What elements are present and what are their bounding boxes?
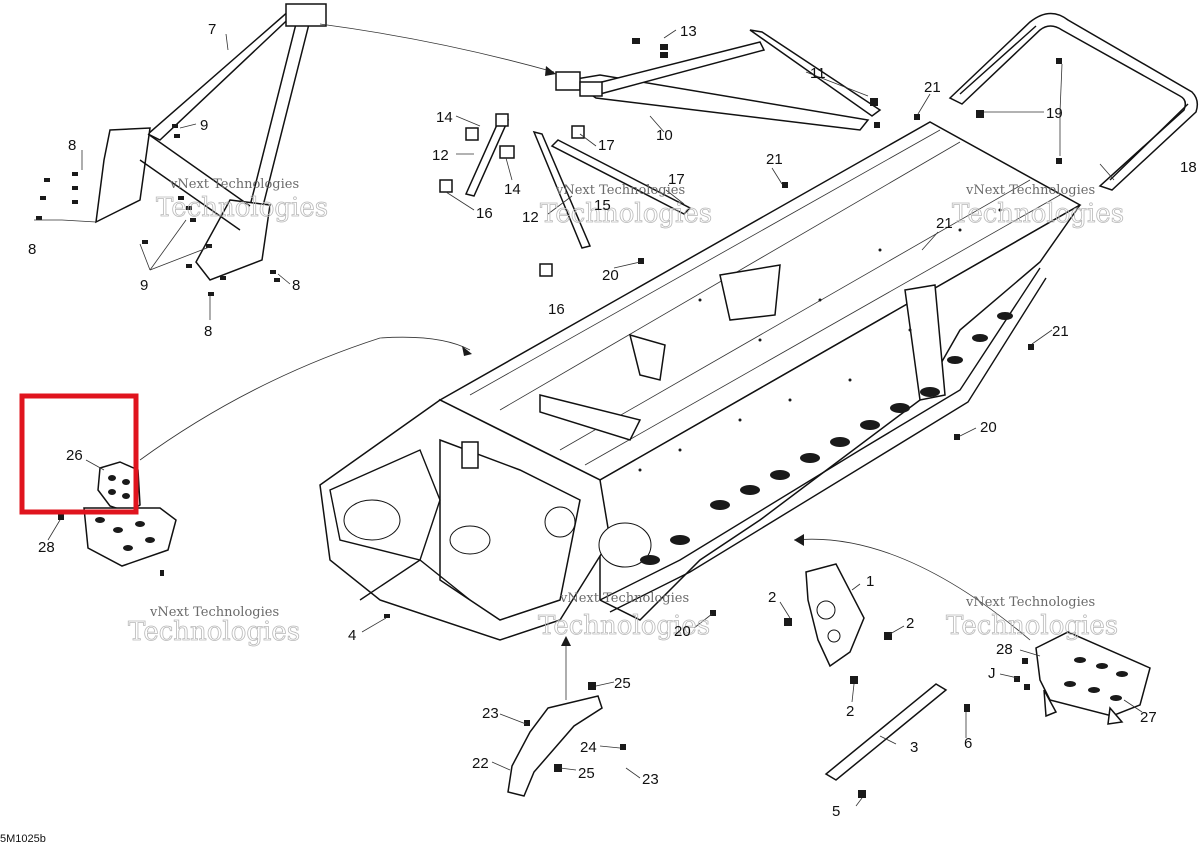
callout-12: 12 <box>432 147 449 164</box>
steering-support-frame <box>95 3 327 281</box>
callout-27: 27 <box>1140 709 1157 726</box>
callout-1: 1 <box>866 573 874 590</box>
leader-lines <box>34 29 1143 807</box>
callout-7: 7 <box>208 21 216 38</box>
callout-21: 21 <box>924 79 941 96</box>
callout-18: 18 <box>1180 159 1197 176</box>
callout-21: 21 <box>766 151 783 168</box>
callout-19: 19 <box>1046 105 1063 122</box>
rear-bumper-part-27 <box>1035 631 1151 725</box>
callout-17: 17 <box>598 137 615 154</box>
watermark-text: Technologies <box>952 199 1124 229</box>
callout-12: 12 <box>522 209 539 226</box>
callout-15: 15 <box>594 197 611 214</box>
callout-J: J <box>988 665 996 682</box>
callout-2: 2 <box>906 615 914 632</box>
callout-4: 4 <box>348 627 356 644</box>
callout-9: 9 <box>140 277 148 294</box>
upper-column-parts <box>439 29 882 277</box>
rear-grab-handle <box>948 12 1199 191</box>
callout-23: 23 <box>482 705 499 722</box>
callout-2: 2 <box>846 703 854 720</box>
hardware-fasteners <box>36 38 1062 798</box>
callout-16: 16 <box>548 301 565 318</box>
callout-17: 17 <box>668 171 685 188</box>
watermarks: vNext Technologies Technologies vNext Te… <box>128 177 1125 647</box>
callout-14: 14 <box>504 181 521 198</box>
callout-24: 24 <box>580 739 597 756</box>
callout-16: 16 <box>476 205 493 222</box>
cross-shaft-part-3 <box>824 683 948 781</box>
highlight-box <box>19 393 139 515</box>
callout-20: 20 <box>602 267 619 284</box>
watermark-text: vNext Technologies <box>965 595 1095 610</box>
watermark-text: Technologies <box>128 617 300 647</box>
callout-21: 21 <box>1052 323 1069 340</box>
callout-28: 28 <box>38 539 55 556</box>
watermark-text: Technologies <box>156 193 328 223</box>
tunnel-frame <box>319 121 1082 641</box>
diagram-code-label: 5M1025b <box>0 833 46 845</box>
callout-2: 2 <box>768 589 776 606</box>
callout-8: 8 <box>68 137 76 154</box>
watermark-text: Technologies <box>538 611 710 641</box>
callout-6: 6 <box>964 735 972 752</box>
watermark-text: vNext Technologies <box>555 183 685 198</box>
callout-3: 3 <box>910 739 918 756</box>
callout-8: 8 <box>28 241 36 258</box>
callout-8: 8 <box>292 277 300 294</box>
callout-10: 10 <box>656 127 673 144</box>
callout-8: 8 <box>204 323 212 340</box>
callout-23: 23 <box>642 771 659 788</box>
callout-20: 20 <box>980 419 997 436</box>
watermark-text: Technologies <box>540 199 712 229</box>
front-bumper-part-26 <box>83 461 177 567</box>
callout-21: 21 <box>936 215 953 232</box>
watermark-text: Technologies <box>946 611 1118 641</box>
footrest-support-part-1 <box>805 563 865 668</box>
callout-14: 14 <box>436 109 453 126</box>
callout-25: 25 <box>578 765 595 782</box>
running-board-vents <box>640 312 1013 565</box>
watermark-text: vNext Technologies <box>149 605 279 620</box>
callout-labels: 1 2 2 2 3 4 5 6 7 8 8 8 8 9 9 10 11 12 1… <box>28 21 1197 820</box>
assembly-arrows <box>139 23 1031 700</box>
watermark-text: vNext Technologies <box>559 591 689 606</box>
callout-28: 28 <box>996 641 1013 658</box>
callout-20: 20 <box>674 623 691 640</box>
callout-9: 9 <box>200 117 208 134</box>
watermark-text: vNext Technologies <box>965 183 1095 198</box>
callout-11: 11 <box>810 65 826 82</box>
watermark-text: vNext Technologies <box>169 177 299 192</box>
callout-25: 25 <box>614 675 631 692</box>
callout-26: 26 <box>66 447 83 464</box>
callout-22: 22 <box>472 755 489 772</box>
callout-5: 5 <box>832 803 840 820</box>
callout-13: 13 <box>680 23 697 40</box>
deck-rivets <box>638 208 1002 472</box>
suspension-bracket-part-22 <box>507 695 603 797</box>
